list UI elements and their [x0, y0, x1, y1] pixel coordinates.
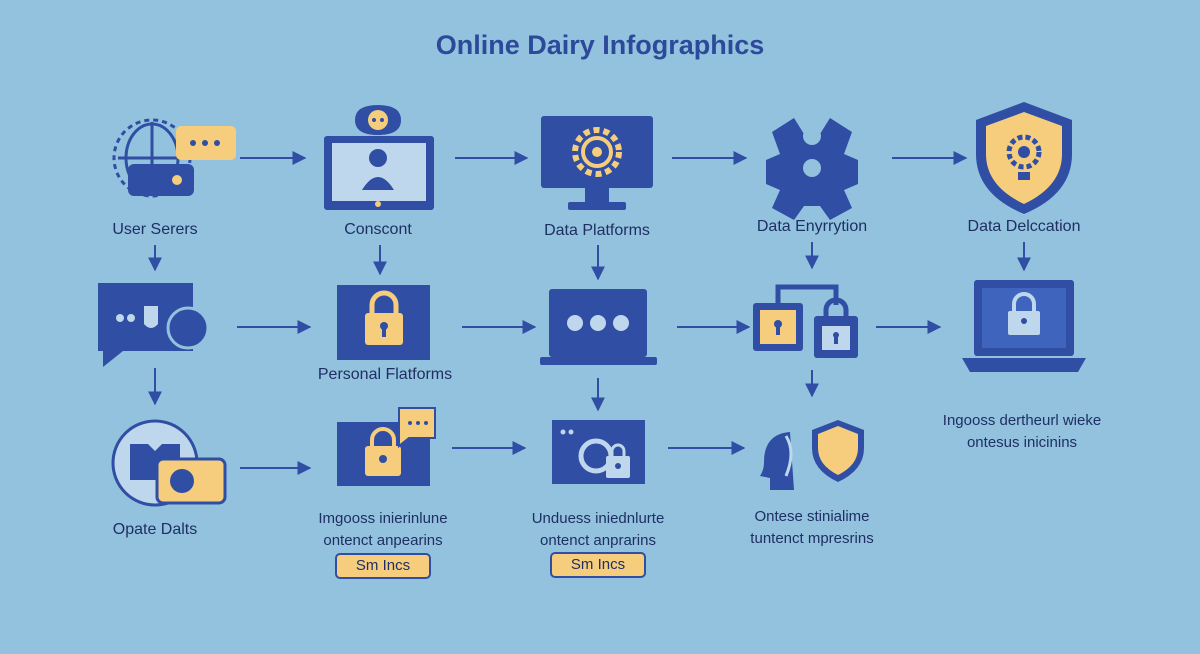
- shield-gear-icon: [976, 102, 1072, 214]
- puzzle-icon: [766, 118, 858, 220]
- node-label-shield-caption: Ontese stinialime tuntenct mpresrins: [750, 508, 874, 547]
- node-label-lock-chat-caption: Imgooss inierinlune ontenct anpearins: [318, 510, 448, 549]
- lock-chat-icon: [337, 407, 436, 486]
- page-title: Online Dairy Infographics: [435, 30, 765, 60]
- node-label-update-data: Opate Dalts: [112, 521, 198, 538]
- badge-left: Sm Incs: [335, 553, 431, 579]
- flow-arrows: [148, 151, 1031, 475]
- node-label-data-platforms: Data Platforms: [544, 222, 650, 239]
- badge-right: Sm Incs: [550, 552, 646, 578]
- node-label-consent: Conscont: [344, 221, 412, 238]
- node-label-user-servers: User Serers: [112, 221, 198, 238]
- browser-lock-icon: [552, 420, 645, 484]
- chat-bubbles-icon: [98, 283, 210, 367]
- globe-chat-icon: [112, 118, 236, 198]
- double-lock-icon: [753, 284, 858, 358]
- monitor-user-icon: [324, 105, 434, 210]
- monitor-gear-icon: [541, 116, 653, 210]
- head-shield-icon: [760, 420, 864, 490]
- node-label-laptop-caption: Ingooss dertheurl wieke ontesus inicinin…: [942, 412, 1102, 451]
- node-label-data-encryption: Data Enyrrytion: [756, 218, 868, 235]
- circle-card-icon: [111, 419, 227, 507]
- dots-screen-icon: [540, 289, 657, 365]
- node-label-data-delegation: Data Delccation: [967, 218, 1081, 235]
- node-label-browser-caption: Unduess iniednlurte ontenct anprarins: [531, 510, 665, 549]
- node-label-personal-platforms: Personal Flatforms: [317, 366, 453, 383]
- laptop-lock-icon: [962, 280, 1086, 372]
- lock-box-icon: [337, 285, 430, 360]
